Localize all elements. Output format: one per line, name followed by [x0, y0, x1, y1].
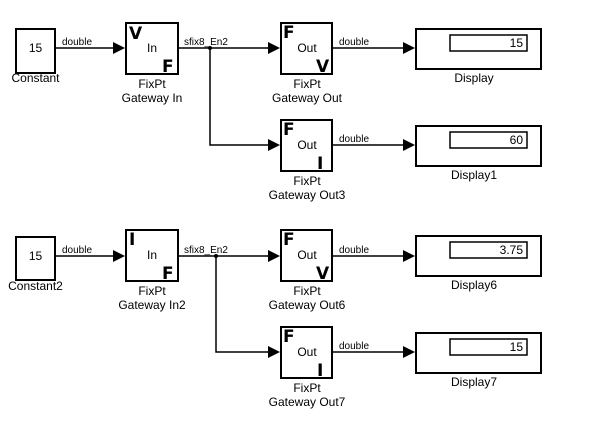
- constant-label: Constant: [11, 71, 60, 85]
- signal-label: sfix8_En2: [184, 245, 228, 256]
- block-label-line2: Gateway In: [122, 91, 183, 105]
- arrow-icon: [403, 346, 415, 358]
- signal-label: sfix8_En2: [184, 37, 228, 48]
- v-icon: V: [316, 264, 330, 284]
- block-label-line2: Gateway In2: [118, 298, 186, 312]
- v-icon: V: [316, 57, 330, 77]
- signal-label: double: [339, 134, 369, 145]
- display-label: Display: [454, 71, 493, 85]
- arrow-icon: [268, 250, 280, 262]
- display-value: 3.75: [500, 243, 524, 257]
- block-label-line1: FixPt: [293, 381, 321, 395]
- i-icon: I: [317, 154, 323, 174]
- arrow-icon: [268, 139, 280, 151]
- f-icon: F: [162, 264, 174, 284]
- block-label-line1: FixPt: [138, 77, 166, 91]
- f-icon: F: [283, 230, 295, 250]
- block-label-line2: Gateway Out3: [269, 188, 346, 202]
- constant2-block[interactable]: 15: [15, 236, 56, 281]
- display-label: Display1: [451, 168, 497, 182]
- block-text: In: [147, 41, 157, 55]
- block-text: Out: [297, 345, 317, 359]
- arrow-icon: [268, 346, 280, 358]
- block-label-line2: Gateway Out: [272, 91, 343, 105]
- block-label-line2: Gateway Out6: [269, 298, 346, 312]
- block-label-line1: FixPt: [293, 284, 321, 298]
- signal-label: double: [339, 245, 369, 256]
- signal-label: double: [62, 37, 92, 48]
- display-value: 15: [510, 340, 524, 354]
- arrow-icon: [113, 42, 125, 54]
- f-icon: F: [283, 23, 295, 43]
- arrow-icon: [268, 42, 280, 54]
- arrow-icon: [403, 139, 415, 151]
- display6-block[interactable]: 3.75: [415, 235, 542, 277]
- f-icon: F: [283, 120, 295, 140]
- display-block[interactable]: 15: [415, 28, 542, 70]
- display7-block[interactable]: 15: [415, 332, 542, 374]
- block-text: Out: [297, 248, 317, 262]
- group-2: 15 Constant2 double I In F FixPt Gateway…: [8, 229, 542, 409]
- display-label: Display7: [451, 375, 497, 389]
- fixpt-gateway-in2-block[interactable]: I In F: [125, 229, 179, 284]
- f-icon: F: [162, 57, 174, 77]
- constant-value: 15: [29, 249, 43, 263]
- v-icon: V: [129, 24, 143, 44]
- signal-label: double: [62, 245, 92, 256]
- arrow-icon: [403, 42, 415, 54]
- display-value: 60: [510, 133, 524, 147]
- fixpt-gateway-in-block[interactable]: V In F: [125, 22, 179, 77]
- constant-label: Constant2: [8, 279, 63, 293]
- branch-line[interactable]: [209, 48, 272, 146]
- fixpt-gateway-out-block[interactable]: F Out V: [280, 22, 333, 77]
- display1-block[interactable]: 60: [415, 125, 542, 167]
- fixpt-gateway-out6-block[interactable]: F Out V: [280, 229, 333, 284]
- fixpt-gateway-out3-block[interactable]: F Out I: [280, 119, 333, 174]
- i-icon: I: [317, 361, 323, 381]
- signal-label: double: [339, 341, 369, 352]
- block-label-line2: Gateway Out7: [269, 395, 346, 409]
- group-1: 15 Constant double V In F FixPt Gateway …: [11, 22, 542, 202]
- block-text: In: [147, 248, 157, 262]
- i-icon: I: [129, 230, 135, 250]
- constant-value: 15: [29, 41, 43, 55]
- constant-block[interactable]: 15: [15, 28, 56, 74]
- block-label-line1: FixPt: [293, 77, 321, 91]
- block-text: Out: [297, 41, 317, 55]
- fixpt-gateway-out7-block[interactable]: F Out I: [280, 326, 333, 381]
- display-label: Display6: [451, 278, 497, 292]
- signal-label: double: [339, 37, 369, 48]
- display-value: 15: [510, 36, 524, 50]
- branch-line[interactable]: [215, 256, 272, 353]
- arrow-icon: [403, 250, 415, 262]
- f-icon: F: [283, 327, 295, 347]
- block-label-line1: FixPt: [293, 174, 321, 188]
- block-text: Out: [297, 138, 317, 152]
- block-label-line1: FixPt: [138, 284, 166, 298]
- arrow-icon: [113, 250, 125, 262]
